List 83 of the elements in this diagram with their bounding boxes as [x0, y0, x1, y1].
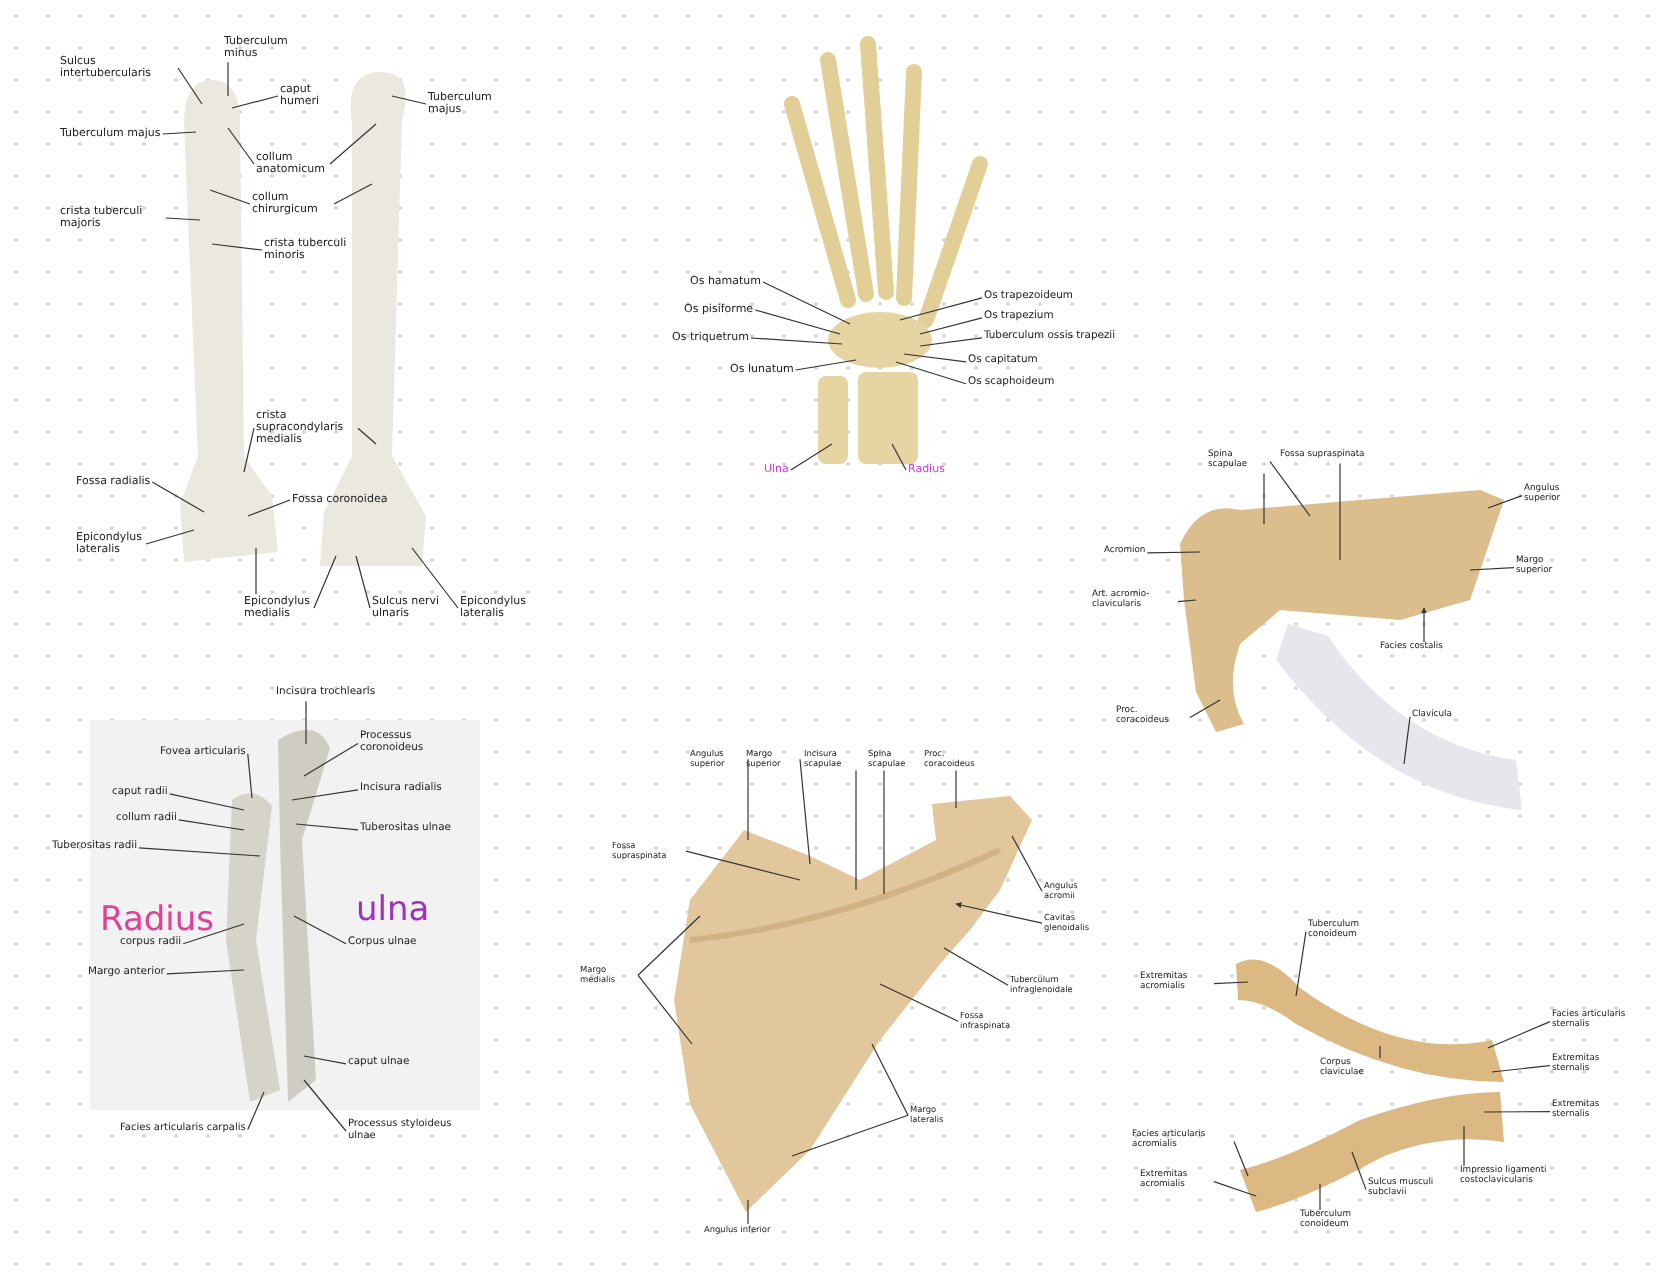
leader-line	[1403, 716, 1411, 765]
leader-line	[182, 923, 245, 945]
leader-line	[685, 850, 801, 881]
leader-line	[305, 700, 307, 745]
leader-line	[1189, 699, 1221, 719]
leader-line	[295, 823, 359, 831]
leader-line	[177, 67, 203, 105]
leader-line	[166, 969, 245, 975]
leader-line	[151, 481, 205, 513]
leader-line	[333, 183, 373, 205]
leader-line	[291, 789, 359, 801]
leader-line	[178, 819, 245, 831]
leader-line	[762, 281, 851, 325]
leader-line	[791, 1114, 909, 1157]
leader-line	[169, 793, 245, 811]
leader-line	[231, 95, 279, 109]
leader-line	[293, 915, 347, 945]
leader-line	[313, 555, 337, 609]
leader-line	[955, 769, 957, 809]
leader-line	[1295, 931, 1307, 997]
leader-line	[303, 1055, 347, 1065]
leader-line	[747, 1199, 749, 1225]
leader-line	[790, 443, 833, 471]
leader-line	[919, 317, 983, 335]
leader-line	[227, 61, 229, 97]
leader-line	[1213, 1181, 1257, 1197]
leader-line	[899, 297, 983, 321]
leader-line	[1319, 1183, 1321, 1211]
leader-line	[1469, 567, 1515, 571]
leader-line	[637, 974, 693, 1045]
leader-line	[795, 359, 857, 371]
leader-line	[1213, 981, 1249, 985]
leader-line	[355, 555, 371, 609]
leader-line	[871, 1043, 909, 1116]
leader-line	[1351, 1151, 1367, 1191]
leader-line	[1339, 463, 1341, 561]
leader-line	[637, 915, 701, 976]
leader-line	[855, 769, 857, 891]
leader-line	[162, 131, 197, 135]
leader-line	[747, 758, 749, 841]
leader-line	[943, 947, 1009, 986]
leader-line	[1177, 599, 1197, 603]
leader-line	[919, 337, 983, 347]
leader-line	[1491, 1065, 1551, 1073]
leader-line	[209, 189, 251, 205]
leader-line	[1269, 461, 1311, 517]
leader-line	[903, 353, 967, 363]
leader-line	[1379, 1045, 1381, 1059]
leader-line	[1263, 472, 1265, 525]
leader-line	[411, 547, 459, 609]
leader-line	[1463, 1125, 1465, 1167]
leader-line	[165, 217, 201, 221]
leader-line	[329, 123, 377, 165]
leader-line	[255, 547, 257, 595]
leader-arrow	[1421, 607, 1427, 643]
leader-line	[1487, 1021, 1551, 1049]
bone-name: ulna	[356, 894, 430, 928]
bone-name: Radius	[100, 904, 215, 938]
leader-line	[138, 847, 261, 857]
leader-line	[1483, 1111, 1551, 1113]
leader-line	[879, 983, 959, 1022]
leader-line	[303, 742, 359, 777]
leader-line	[754, 309, 841, 335]
leader-line	[883, 769, 885, 895]
leader-line	[247, 1091, 265, 1131]
leader-line	[227, 127, 255, 165]
leader-line	[303, 1079, 347, 1132]
leader-line	[243, 427, 255, 473]
leader-line	[799, 758, 811, 865]
leader-line	[1146, 551, 1201, 554]
leader-line	[1011, 835, 1043, 892]
leader-line	[895, 361, 967, 385]
leader-line	[891, 443, 907, 471]
leader-line	[357, 427, 377, 445]
leader-line	[211, 243, 263, 251]
leader-line	[1233, 1141, 1249, 1177]
leader-line	[750, 337, 843, 345]
leader-arrow	[955, 902, 1043, 924]
leader-line	[391, 95, 427, 105]
leader-line	[145, 529, 195, 545]
leader-line	[247, 499, 291, 517]
leader-line	[1487, 495, 1523, 509]
leader-line	[247, 753, 253, 799]
